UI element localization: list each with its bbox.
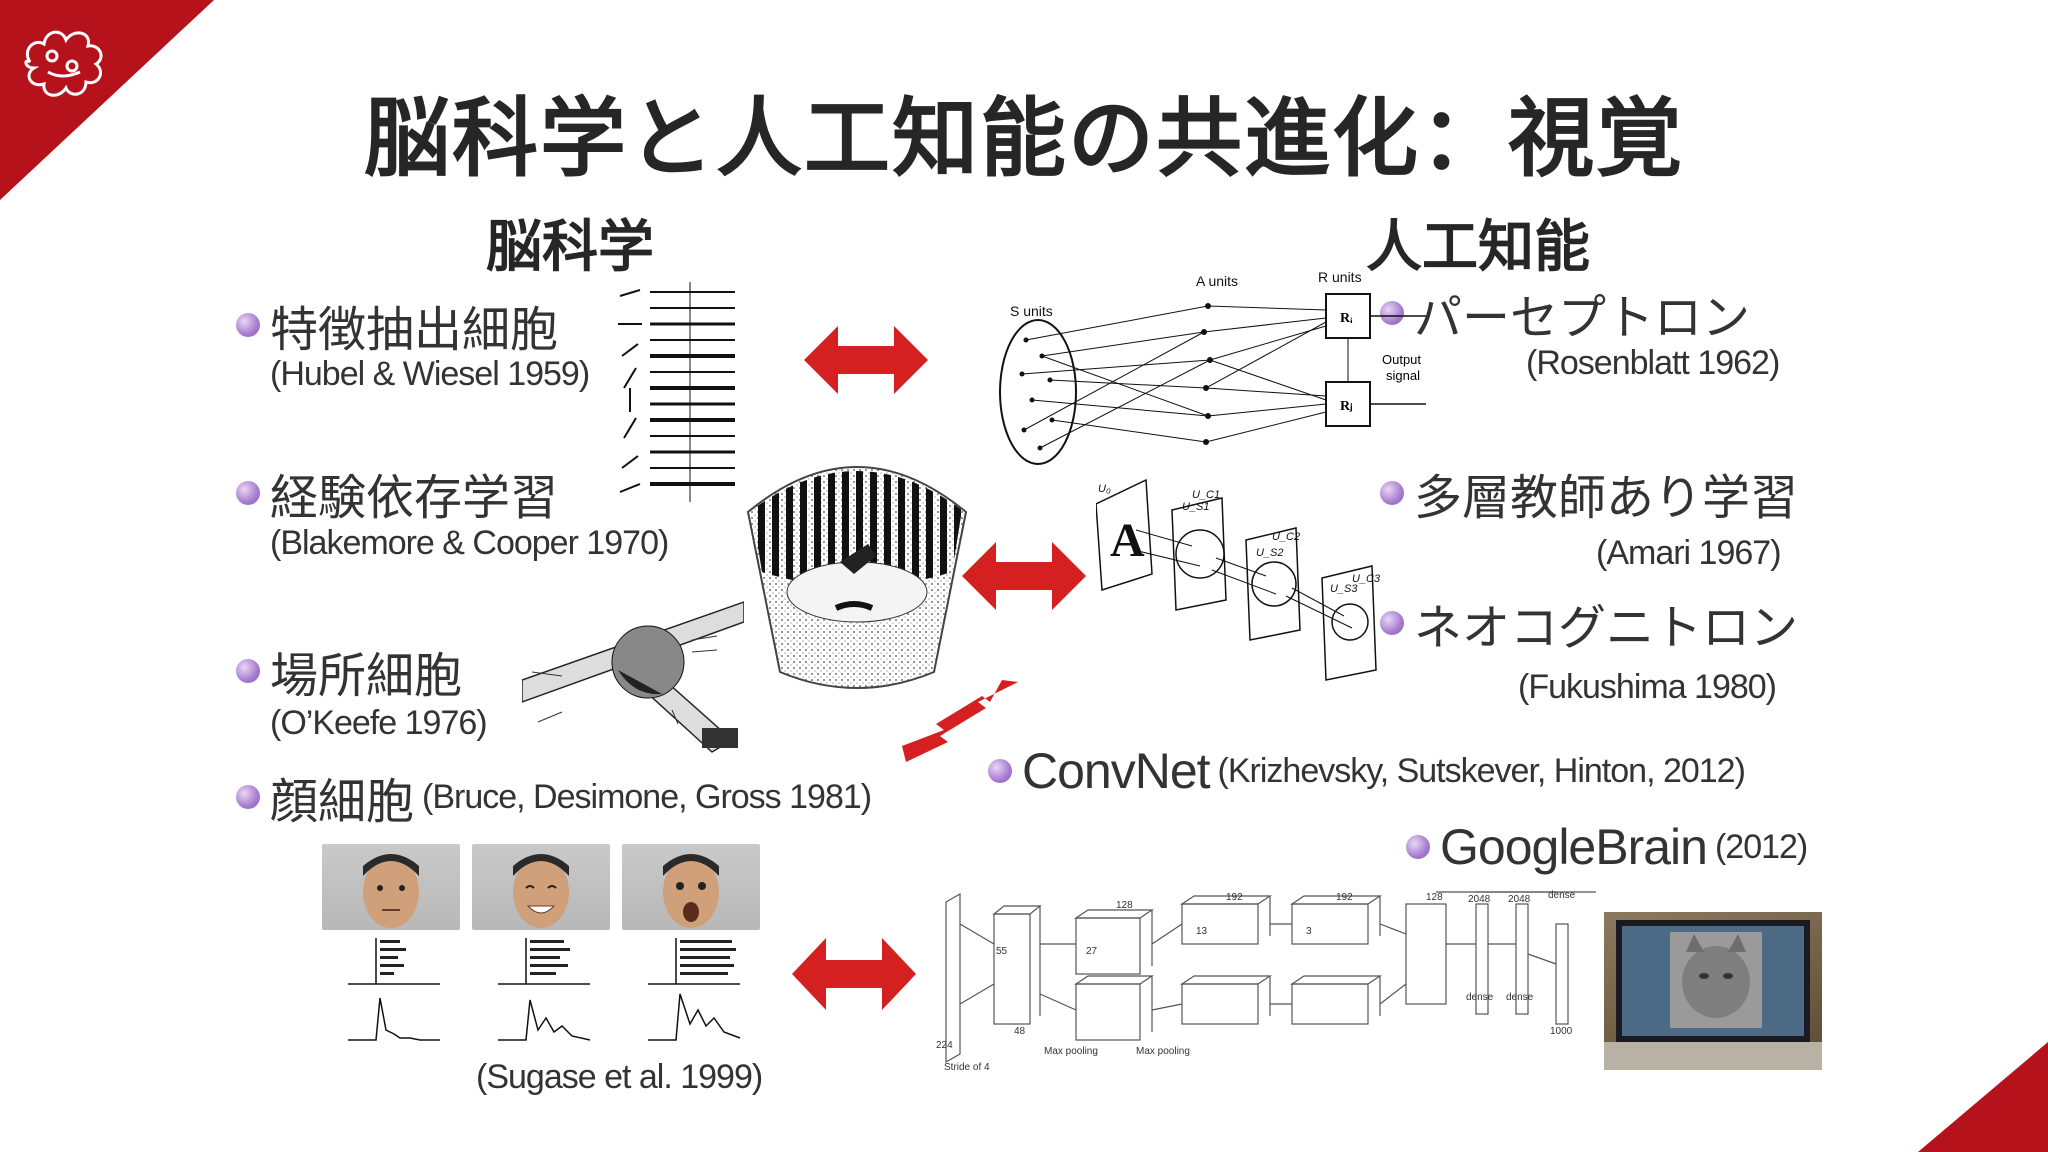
- label-uc3: U_C3: [1352, 573, 1381, 585]
- face-cell-response-plots: [348, 938, 741, 1041]
- label-1000: 1000: [1550, 1026, 1573, 1037]
- label-max-pooling-2: Max pooling: [1136, 1046, 1190, 1057]
- striped-cylinder-figure: [746, 466, 968, 689]
- slide-title: 脳科学と人工知能の共進化：視覚: [364, 89, 1684, 189]
- label-signal: signal: [1386, 368, 1420, 383]
- bullet-icon: [1380, 481, 1404, 505]
- item-label: 特徴抽出細胞: [270, 302, 559, 358]
- label-128: 128: [1116, 900, 1133, 911]
- label-u0: U₀: [1098, 483, 1111, 495]
- label-3: 3: [1306, 926, 1312, 937]
- item-perceptron: パーセプトロン: [1380, 278, 1750, 348]
- label-dense-b: dense: [1466, 992, 1494, 1003]
- item-multilayer-learning: 多層教師あり学習: [1380, 458, 1798, 528]
- label-27: 27: [1086, 946, 1098, 957]
- bullet-icon: [236, 481, 260, 505]
- place-cell-figure: [522, 601, 744, 753]
- googlebrain-cat-photo: [1604, 912, 1822, 1070]
- label-output: Output: [1382, 352, 1421, 367]
- label-us3: U_S3: [1330, 583, 1358, 595]
- face-photo-surprise: [622, 844, 760, 930]
- item-neocognitron: ネオコグニトロン: [1380, 588, 1798, 658]
- item-label: ConvNet: [1022, 743, 1211, 799]
- item-face-cells: 顔細胞 (Bruce, Desimone, Gross 1981): [236, 762, 872, 832]
- perceptron-diagram: A units R units S units Rᵢ Rⱼ Output sig…: [999, 270, 1426, 465]
- face-photo-neutral: [322, 844, 460, 930]
- label-128-b: 128: [1426, 892, 1443, 903]
- label-2048: 2048: [1468, 894, 1491, 905]
- item-cite: (Rosenblatt 1962): [1526, 344, 1780, 382]
- item-convnet: ConvNet (Krizhevsky, Sutskever, Hinton, …: [988, 742, 1746, 800]
- face-photo-smile: [472, 844, 610, 930]
- item-cite: (2012): [1714, 827, 1808, 866]
- label-55: 55: [996, 946, 1008, 957]
- label-13: 13: [1196, 926, 1208, 937]
- double-arrow-icon: [962, 542, 1086, 610]
- label-48: 48: [1014, 1026, 1026, 1037]
- neocognitron-diagram: A U₀ U_S1 U_C1 U_S2 U_C2 U_S3 U_C3: [1096, 478, 1381, 681]
- item-cite: (Hubel & Wiesel 1959): [270, 355, 590, 393]
- label-stride: Stride of 4: [944, 1062, 990, 1073]
- label-s-units: S units: [1010, 303, 1053, 319]
- logo-icon: [24, 30, 103, 97]
- bullet-icon: [1380, 301, 1404, 325]
- double-arrow-icon: [792, 938, 916, 1010]
- label-192: 192: [1226, 892, 1243, 903]
- label-dense: dense: [1548, 890, 1576, 901]
- bullet-icon: [1380, 611, 1404, 635]
- item-experience-learning: 経験依存学習: [236, 458, 558, 528]
- label-r-units: R units: [1318, 270, 1362, 285]
- item-label: ネオコグニトロン: [1414, 600, 1799, 656]
- corner-decoration-top-left: [0, 0, 214, 200]
- label-uc1: U_C1: [1192, 489, 1220, 501]
- item-label: 経験依存学習: [270, 470, 559, 526]
- item-place-cells: 場所細胞: [236, 636, 462, 706]
- item-feature-cells: 特徴抽出細胞: [236, 290, 558, 360]
- label-224: 224: [936, 1040, 953, 1051]
- neocognitron-letter: A: [1110, 514, 1145, 567]
- right-heading: 人工知能: [1366, 215, 1590, 280]
- label-us2: U_S2: [1256, 547, 1284, 559]
- item-label: GoogleBrain: [1440, 819, 1708, 875]
- double-arrow-icon: [902, 680, 1018, 762]
- label-us1: U_S1: [1182, 501, 1210, 513]
- bullet-icon: [236, 313, 260, 337]
- orientation-tuning-figure: [618, 282, 735, 502]
- corner-decoration-bottom-right: [1918, 1042, 2048, 1152]
- item-label: 顔細胞: [270, 774, 415, 830]
- label-uc2: U_C2: [1272, 531, 1300, 543]
- bottom-cite: (Sugase et al. 1999): [476, 1058, 763, 1096]
- label-rj: Rⱼ: [1340, 399, 1353, 414]
- label-max-pooling-1: Max pooling: [1044, 1046, 1098, 1057]
- item-cite: (Fukushima 1980): [1518, 668, 1777, 706]
- double-arrow-icon: [804, 326, 928, 394]
- item-cite: (O’Keefe 1976): [270, 704, 488, 742]
- label-a-units: A units: [1196, 273, 1238, 289]
- item-cite: (Amari 1967): [1596, 534, 1782, 572]
- item-label: パーセプトロン: [1414, 290, 1751, 346]
- label-2048-b: 2048: [1508, 894, 1531, 905]
- bullet-icon: [988, 759, 1012, 783]
- item-label: 場所細胞: [270, 648, 463, 704]
- bullet-icon: [236, 659, 260, 683]
- bullet-icon: [236, 785, 260, 809]
- item-cite: (Blakemore & Cooper 1970): [270, 524, 669, 562]
- label-ri: Rᵢ: [1340, 311, 1353, 326]
- item-googlebrain: GoogleBrain (2012): [1406, 818, 1808, 876]
- item-cite: (Krizhevsky, Sutskever, Hinton, 2012): [1217, 751, 1746, 790]
- bullet-icon: [1406, 835, 1430, 859]
- label-dense-c: dense: [1506, 992, 1534, 1003]
- label-192-b: 192: [1336, 892, 1353, 903]
- item-cite: (Bruce, Desimone, Gross 1981): [422, 777, 872, 816]
- convnet-diagram: 224 Stride of 4 48 Max pooling Max pooli…: [936, 890, 1596, 1073]
- left-heading: 脳科学: [486, 215, 654, 280]
- item-label: 多層教師あり学習: [1414, 470, 1799, 526]
